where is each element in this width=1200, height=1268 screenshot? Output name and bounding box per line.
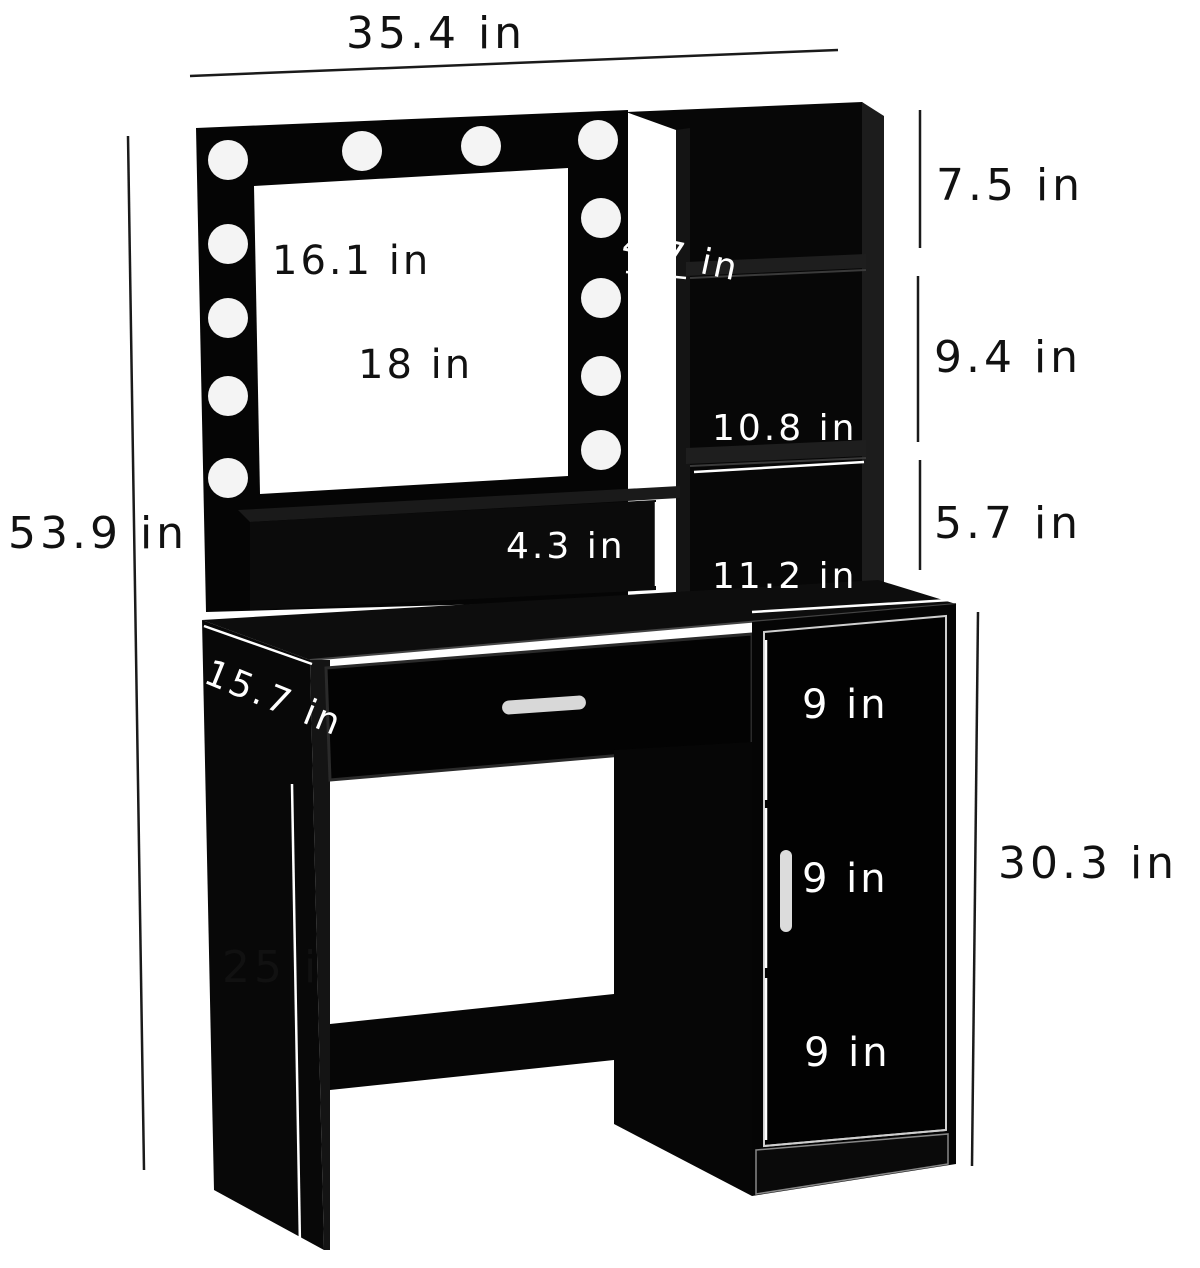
drawer-handle-icon [502,695,586,715]
cabinet-kick [755,1133,949,1195]
cabinet-section-top-label: 9 in [802,682,889,728]
cabinet-width-label: 11.2 in [712,556,857,597]
shelf-depth-line [625,270,687,280]
door-handle-icon [780,850,792,932]
height-line [126,135,146,1171]
shelf-width-line [693,460,865,474]
mirror [254,168,568,494]
shelf-unit-panel [626,102,882,592]
bulb-icon [342,131,382,171]
cabinet-section-middle-label: 9 in [802,856,889,902]
bulbs [208,120,621,498]
side-shelf-edge [689,269,867,279]
bulb-icon [461,126,501,166]
desktop-edge [309,603,957,661]
bulb-icon [208,140,248,180]
top-shelf-height-label: 7.5 in [936,160,1084,211]
cabinet-section-bottom-label: 9 in [804,1030,891,1076]
hutch [196,102,884,612]
mirror-width-label: 18 in [358,342,473,388]
leg-height-line [290,783,302,1247]
lower-shelf-height-label: 5.7 in [934,498,1082,549]
base-shelf-height-label: 4.3 in [506,526,626,567]
mirror-height-line [314,185,320,375]
middle-shelf-height-label: 9.4 in [934,332,1082,383]
bulb-icon [578,120,618,160]
total-width-label: 35.4 in [346,8,526,59]
width-line [189,48,839,78]
bulb-icon [208,298,248,338]
desk [202,580,957,1250]
side-shelf-top [686,254,866,276]
mirror-shelf [238,486,680,522]
shelf-unit-front-edge [676,128,690,592]
shelf-width-label: 10.8 in [712,408,857,449]
inner-leg [614,742,752,1196]
rear-stretcher [330,994,614,1090]
cabinet-height-label: 30.3 in [998,838,1178,889]
side-shelf-middle [686,440,866,464]
dimension-lines [126,48,980,1171]
depth-line [203,624,313,666]
leg-height-label: 25 i [222,942,320,993]
bulb-icon [581,278,621,318]
desktop [202,580,956,660]
left-leg-side [202,620,324,1250]
inner-dimension-lines [203,185,951,1247]
cabinet-width-line [751,598,951,614]
bulb-icon [208,376,248,416]
bulb-icon [208,458,248,498]
mirror-width-line [259,372,349,378]
shelf-unit-side [862,102,884,586]
side-shelf-edge [689,457,867,467]
cabinet-door-edge [763,1129,947,1147]
total-height-label: 53.9 in [8,508,188,559]
cabinet-height-line [970,611,980,1167]
bulb-icon [581,198,621,238]
bulb-icon [581,356,621,396]
left-leg-front [310,660,330,1250]
mirror-height-label: 16.1 in [272,238,431,284]
mirror-shelf-box [250,500,656,610]
bulb-icon [208,224,248,264]
bulb-icon [581,430,621,470]
